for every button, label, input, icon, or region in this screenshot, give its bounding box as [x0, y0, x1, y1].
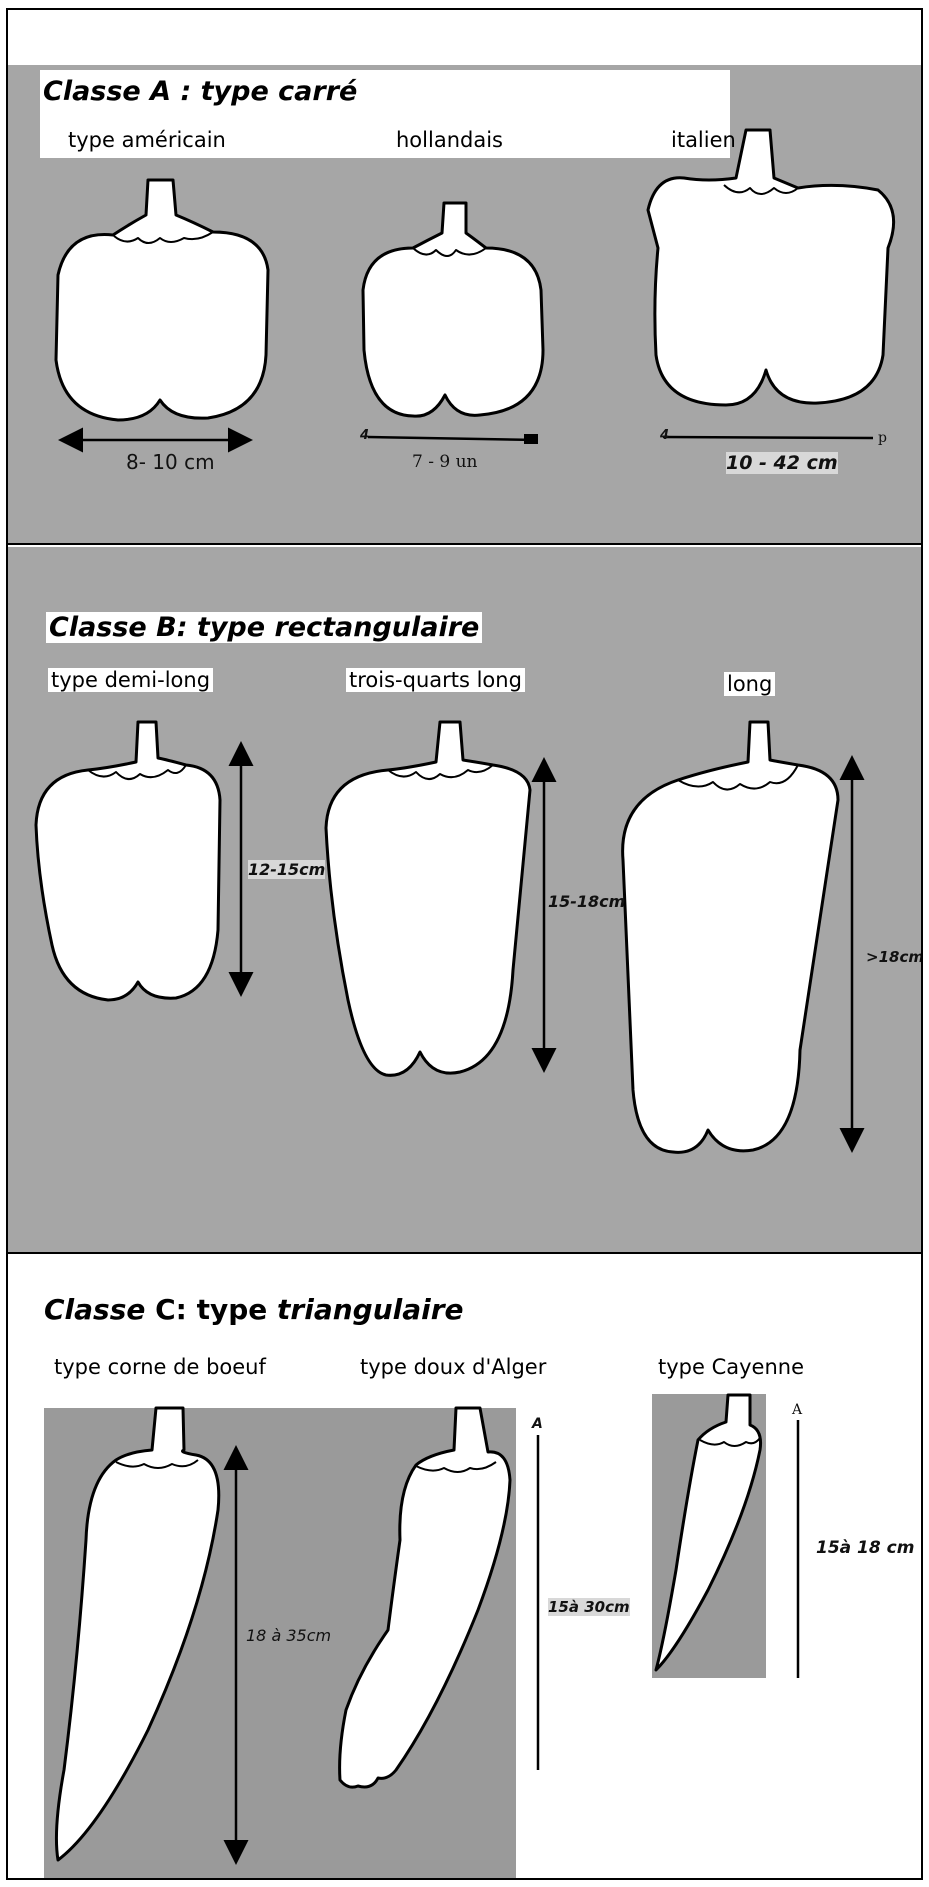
measure-trois-quarts: 15-18cm — [548, 892, 625, 911]
arrow-italien — [663, 437, 873, 438]
pepper-corne-de-boeuf — [56, 1408, 218, 1860]
pepper-americain — [56, 180, 268, 420]
measure-demi-long: 12-15cm — [248, 860, 325, 879]
arrow-hollandais — [368, 437, 538, 440]
pepper-doux-dalger — [340, 1408, 510, 1787]
pepper-cayenne — [656, 1395, 761, 1670]
pepper-italien — [648, 130, 894, 405]
mark-italien-right: p — [878, 430, 887, 446]
measure-italien: 10 - 42 cm — [726, 452, 838, 474]
measure-doux-dalger: 15à 30cm — [548, 1598, 630, 1616]
measure-long: >18cm — [866, 948, 923, 966]
figure-frame: Classe A : type carré type américain hol… — [6, 8, 923, 1880]
measure-corne-de-boeuf: 18 à 35cm — [246, 1626, 331, 1645]
mark-doux-dalger-top: A — [532, 1416, 543, 1432]
measure-cayenne: 15à 18 cm — [816, 1538, 914, 1558]
measure-hollandais: 7 - 9 un — [412, 452, 478, 472]
arrow-head-hollandais — [524, 434, 538, 444]
pepper-hollandais — [363, 203, 543, 416]
pepper-long — [623, 722, 838, 1152]
measure-americain: 8- 10 cm — [126, 450, 215, 474]
pepper-drawings — [8, 10, 921, 1880]
mark-cayenne-top: A — [792, 1402, 802, 1418]
pepper-trois-quarts — [326, 722, 530, 1075]
mark-americain-left: 4 — [360, 428, 369, 443]
pepper-demi-long — [36, 722, 220, 1000]
mark-italien-left: 4 — [660, 428, 669, 443]
